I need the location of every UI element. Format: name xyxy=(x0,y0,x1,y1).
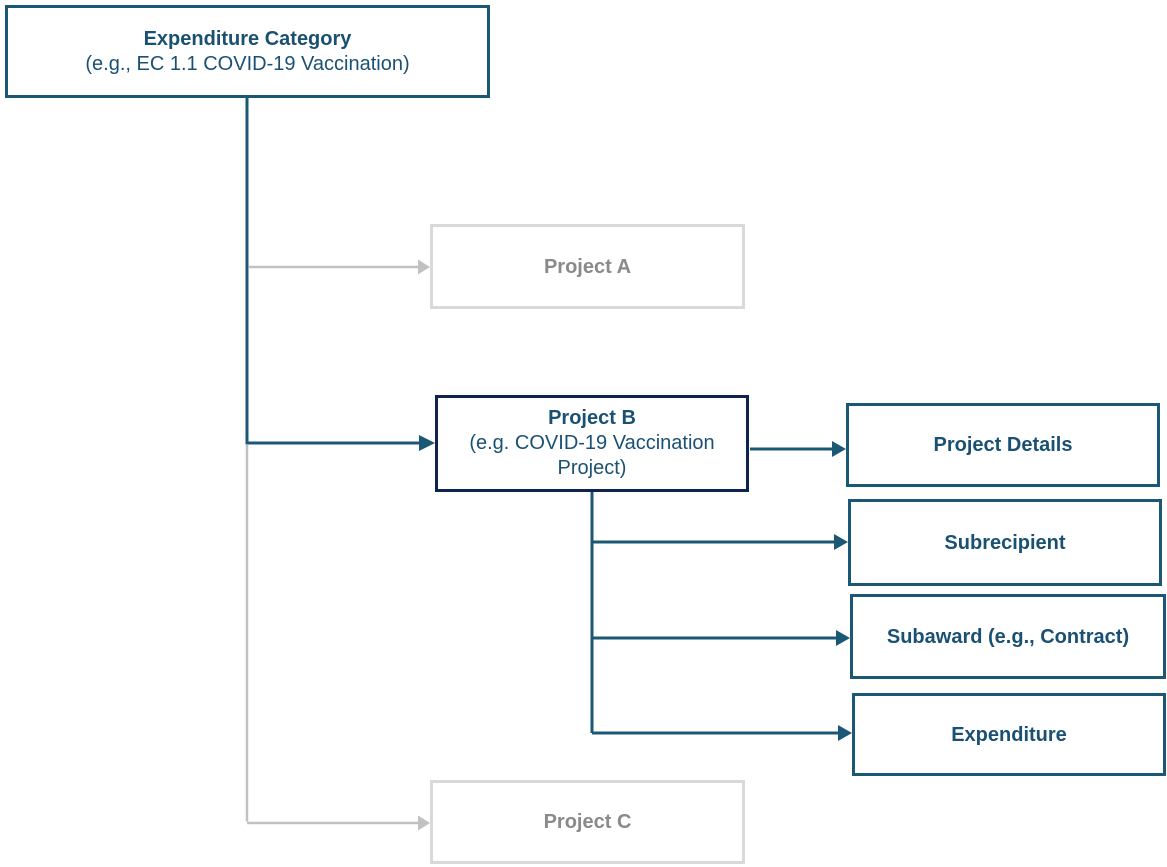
node-expenditure-category-subtitle: (e.g., EC 1.1 COVID-19 Vaccination) xyxy=(85,53,410,75)
edge-category-to-project-a xyxy=(249,259,430,275)
node-subrecipient-title: Subrecipient xyxy=(944,531,1066,554)
node-project-details: Project Details xyxy=(846,403,1160,487)
node-project-c-title: Project C xyxy=(543,811,632,833)
edge-project-b-to-expenditure xyxy=(592,725,852,741)
node-subrecipient: Subrecipient xyxy=(848,499,1162,586)
node-project-c: Project C xyxy=(430,780,745,864)
node-expenditure-title: Expenditure xyxy=(951,723,1067,746)
edge-category-to-project-c xyxy=(245,445,430,831)
node-project-details-title: Project Details xyxy=(933,434,1073,456)
node-subaward-title: Subaward (e.g., Contract) xyxy=(886,625,1130,648)
node-expenditure: Expenditure xyxy=(852,693,1166,776)
node-project-b: Project B (e.g. COVID-19 Vaccination Pro… xyxy=(435,395,749,492)
node-expenditure-category: Expenditure Category (e.g., EC 1.1 COVID… xyxy=(5,5,490,98)
edge-project-b-to-subrecipient xyxy=(592,534,848,550)
node-project-a-title: Project A xyxy=(543,255,632,278)
edge-category-to-project-b xyxy=(245,98,435,451)
node-subaward: Subaward (e.g., Contract) xyxy=(850,594,1166,679)
node-project-b-title: Project B xyxy=(548,407,636,429)
edge-project-b-to-details xyxy=(750,441,846,457)
edge-project-b-to-subaward xyxy=(592,630,850,646)
node-project-a: Project A xyxy=(430,224,745,309)
node-expenditure-category-title: Expenditure Category xyxy=(143,28,352,50)
node-project-b-subtitle: (e.g. COVID-19 Vaccination Project) xyxy=(469,432,715,479)
